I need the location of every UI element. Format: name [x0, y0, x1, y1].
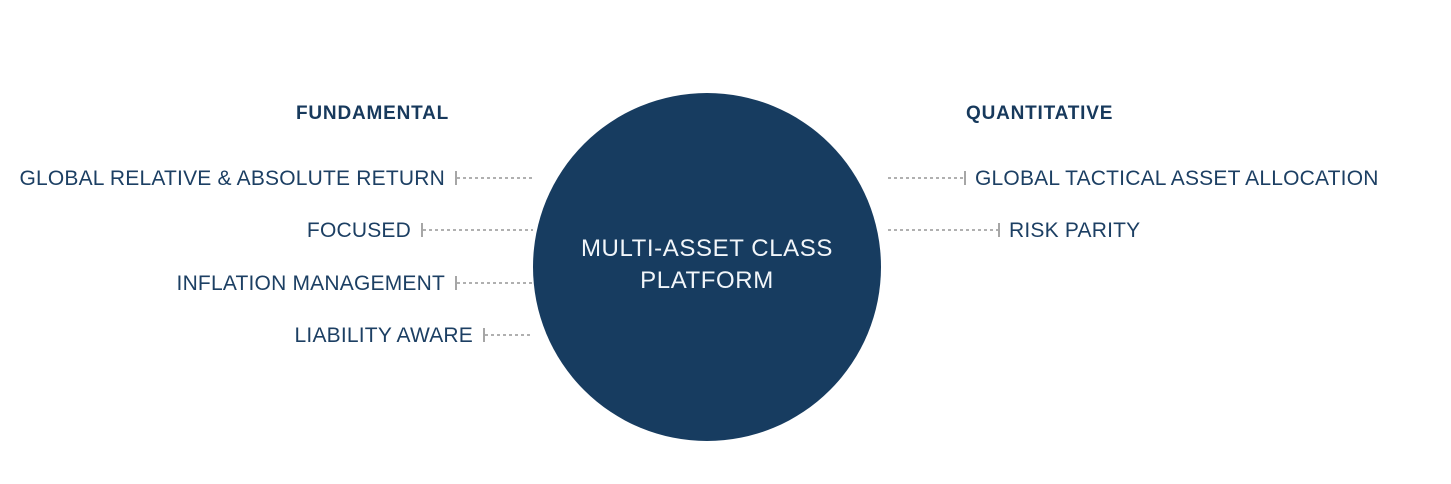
spoke-label-focused: FOCUSED [306, 218, 411, 242]
connector-tick-icon [483, 328, 485, 342]
connector-line-icon [455, 276, 533, 290]
spoke-left-1: FOCUSED [307, 216, 533, 244]
connector-dots-icon [457, 177, 533, 179]
connector-dots-icon [457, 282, 533, 284]
connector-dots-icon [423, 229, 533, 231]
connector-line-icon [455, 171, 533, 185]
connector-tick-icon [964, 171, 966, 185]
connector-tick-icon [998, 223, 1000, 237]
center-hub-circle: MULTI-ASSET CLASS PLATFORM [533, 93, 881, 441]
connector-line-icon [421, 223, 533, 237]
connector-line-icon [483, 328, 533, 342]
spoke-right-1: RISK PARITY [888, 216, 1140, 244]
spoke-left-0: GLOBAL RELATIVE & ABSOLUTE RETURN [19, 164, 533, 192]
connector-line-icon [888, 223, 1000, 237]
connector-dots-icon [888, 177, 964, 179]
connector-tick-icon [455, 171, 457, 185]
connector-line-icon [888, 171, 966, 185]
spoke-right-0: GLOBAL TACTICAL ASSET ALLOCATION [888, 164, 1379, 192]
connector-dots-icon [485, 334, 533, 336]
column-header-fundamental: FUNDAMENTAL [296, 103, 450, 124]
spoke-label-global-relative-absolute-return: GLOBAL RELATIVE & ABSOLUTE RETURN [19, 166, 445, 190]
connector-tick-icon [421, 223, 423, 237]
spoke-label-global-tactical-asset-allocation: GLOBAL TACTICAL ASSET ALLOCATION [975, 166, 1379, 190]
spoke-left-2: INFLATION MANAGEMENT [177, 269, 533, 297]
hub-title: MULTI-ASSET CLASS PLATFORM [580, 234, 834, 294]
connector-dots-icon [888, 229, 998, 231]
column-header-quantitative: QUANTITATIVE [966, 103, 1114, 124]
spoke-label-risk-parity: RISK PARITY [1009, 218, 1141, 242]
spoke-label-liability-aware: LIABILITY AWARE [294, 323, 473, 347]
spoke-label-inflation-management: INFLATION MANAGEMENT [176, 271, 445, 295]
spoke-left-3: LIABILITY AWARE [295, 321, 533, 349]
connector-tick-icon [455, 276, 457, 290]
